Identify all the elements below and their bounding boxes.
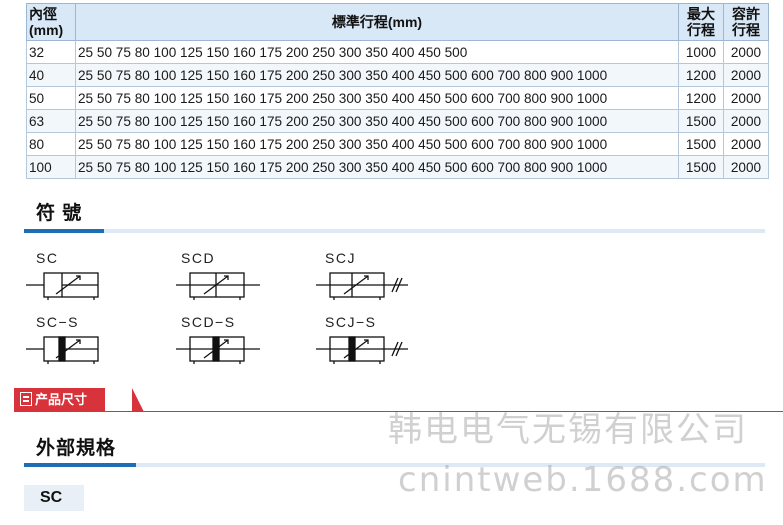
double-rod-cylinder-symbol-icon [176, 272, 260, 300]
product-dimension-tag: 产品尺寸 [14, 388, 106, 412]
header-allowable-stroke: 容許 行程 [723, 3, 769, 41]
cell-strokes: 25 50 75 80 100 125 150 160 175 200 250 … [75, 63, 679, 87]
table-row: 100 25 50 75 80 100 125 150 160 175 200 … [26, 155, 769, 179]
symbols-section-divider [24, 229, 765, 233]
cell-strokes: 25 50 75 80 100 125 150 160 175 200 250 … [75, 155, 679, 179]
tag-tail [132, 388, 144, 412]
cell-strokes: 25 50 75 80 100 125 150 160 175 200 250 … [75, 86, 679, 110]
section-accent-bar [24, 229, 104, 233]
model-tag-sc: SC [24, 485, 84, 511]
cell-allow: 2000 [723, 86, 769, 110]
symbol-label-scj-s: SCJ−S [325, 314, 377, 330]
cell-bore: 80 [26, 132, 76, 156]
magnetic-cylinder-symbol-icon [26, 336, 99, 364]
watermark-company: 韩电电气无锡有限公司 [388, 410, 748, 450]
symbol-label-scj: SCJ [325, 250, 356, 266]
cell-strokes: 25 50 75 80 100 125 150 160 175 200 250 … [75, 132, 679, 156]
cell-allow: 2000 [723, 155, 769, 179]
magnetic-adjustable-cylinder-symbol-icon [316, 336, 408, 364]
cell-max: 1000 [678, 40, 724, 64]
magnetic-double-rod-cylinder-symbol-icon [176, 336, 260, 364]
product-dimension-tag-label: 产品尺寸 [35, 392, 88, 407]
header-standard-stroke: 標準行程(mm) [75, 3, 679, 41]
cell-allow: 2000 [723, 63, 769, 87]
cell-bore: 32 [26, 40, 76, 64]
section-accent-bar [24, 463, 136, 467]
table-row: 63 25 50 75 80 100 125 150 160 175 200 2… [26, 109, 769, 133]
cell-max: 1500 [678, 109, 724, 133]
cell-strokes: 25 50 75 80 100 125 150 160 175 200 250 … [75, 109, 679, 133]
stroke-table: 內徑 (mm) 標準行程(mm) 最大 行程 容許 行程 32 25 50 75… [26, 3, 769, 179]
cell-allow: 2000 [723, 132, 769, 156]
symbol-label-sc: SC [36, 250, 59, 266]
symbol-label-scd-s: SCD−S [181, 314, 236, 330]
table-row: 80 25 50 75 80 100 125 150 160 175 200 2… [26, 132, 769, 156]
external-section-divider [24, 463, 765, 467]
cell-max: 1200 [678, 63, 724, 87]
cylinder-symbol-icon [26, 272, 99, 300]
cell-bore: 50 [26, 86, 76, 110]
external-section-title: 外部規格 [36, 438, 117, 459]
cell-max: 1200 [678, 86, 724, 110]
cell-allow: 2000 [723, 40, 769, 64]
header-bore: 內徑 (mm) [26, 3, 76, 41]
table-header-row: 內徑 (mm) 標準行程(mm) 最大 行程 容許 行程 [26, 3, 769, 41]
cell-bore: 40 [26, 63, 76, 87]
cell-bore: 100 [26, 155, 76, 179]
symbols-section-title: 符 號 [36, 203, 83, 224]
document-icon [20, 392, 32, 406]
cell-max: 1500 [678, 132, 724, 156]
cell-bore: 63 [26, 109, 76, 133]
tag-underline [14, 411, 783, 412]
header-max-stroke: 最大 行程 [678, 3, 724, 41]
adjustable-cylinder-symbol-icon [316, 272, 408, 300]
table-row: 32 25 50 75 80 100 125 150 160 175 200 2… [26, 40, 769, 64]
cell-allow: 2000 [723, 109, 769, 133]
cell-strokes: 25 50 75 80 100 125 150 160 175 200 250 … [75, 40, 679, 64]
table-row: 50 25 50 75 80 100 125 150 160 175 200 2… [26, 86, 769, 110]
table-row: 40 25 50 75 80 100 125 150 160 175 200 2… [26, 63, 769, 87]
watermark-url: cnintweb.1688.com [398, 460, 768, 500]
symbol-label-sc-s: SC−S [36, 314, 79, 330]
symbol-label-scd: SCD [181, 250, 216, 266]
cell-max: 1500 [678, 155, 724, 179]
